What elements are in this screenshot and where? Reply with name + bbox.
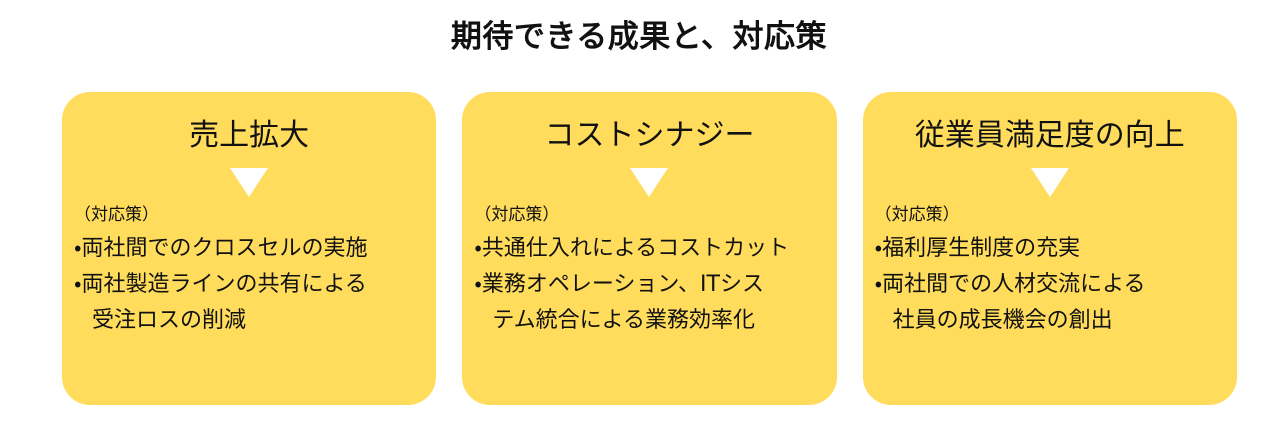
list-item: ・両社間でのクロスセルの実施 [74,231,430,267]
cards-row: 売上拡大 （対応策） ・両社間でのクロスセルの実施 ・両社製造ラインの共有による… [62,92,1237,405]
list-item: ・共通仕入れによるコストカット [474,231,830,267]
triangle-shape [230,168,269,197]
list-item-continuation: 受注ロスの削減 [92,307,247,333]
list-item-bullet: ・ [74,271,82,297]
down-triangle-icon [462,168,836,198]
list-item: ・業務オペレーション、ITシス [474,267,830,303]
card-header-title: 売上拡大 [189,118,310,153]
list-item-bullet: ・ [474,235,482,261]
list-item: ・福利厚生制度の充実 [875,231,1231,267]
list-item-bullet: ・ [74,235,82,261]
list-item-bullet: ・ [874,235,883,261]
list-item-text: 両社製造ラインの共有による [81,271,367,297]
measures-label: （対応策） [74,205,159,225]
card-header-title: 従業員満足度の向上 [914,118,1185,153]
list-item-text: 福利厚生制度の充実 [882,235,1081,261]
list-item: ・両社間での人材交流による [875,267,1231,303]
list-item-bullet: ・ [474,271,482,297]
list-item-text: 共通仕入れによるコストカット [481,235,790,261]
triangle-shape [1030,168,1069,197]
outcome-card-sales-growth[interactable]: 売上拡大 （対応策） ・両社間でのクロスセルの実施 ・両社製造ラインの共有による… [62,92,437,405]
card-body: （対応策） ・両社間でのクロスセルの実施 ・両社製造ラインの共有による 受注ロス… [62,204,436,339]
down-triangle-icon [62,168,436,198]
outcome-card-cost-synergy[interactable]: コストシナジー （対応策） ・共通仕入れによるコストカット ・業務オペレーション… [462,92,837,405]
measures-list: ・両社間でのクロスセルの実施 ・両社製造ラインの共有による 受注ロスの削減 [74,231,430,339]
card-header-title: コストシナジー [544,118,755,153]
list-item-text: 両社間でのクロスセルの実施 [81,235,368,261]
outcome-card-employee-satisfaction[interactable]: 従業員満足度の向上 （対応策） ・福利厚生制度の充実 ・両社間での人材交流による… [862,92,1237,405]
card-body: （対応策） ・福利厚生制度の充実 ・両社間での人材交流による 社員の成長機会の創… [863,204,1237,339]
list-item-continuation: 社員の成長機会の創出 [892,307,1113,333]
list-item-text: 両社間での人材交流による [882,271,1146,297]
measures-list: ・共通仕入れによるコストカット ・業務オペレーション、ITシス テム統合による業… [474,231,830,339]
card-body: （対応策） ・共通仕入れによるコストカット ・業務オペレーション、ITシス テム… [462,204,836,339]
list-item-text: 業務オペレーション、ITシス [481,271,764,297]
measures-label: （対応策） [874,205,960,225]
down-triangle-icon [863,168,1237,198]
measures-label: （対応策） [474,205,560,225]
list-item-continuation: テム統合による業務効率化 [492,307,756,333]
list-item: ・両社製造ラインの共有による [74,267,430,303]
triangle-shape [630,168,669,197]
page-title: 期待できる成果と、対応策 [450,19,828,55]
measures-list: ・福利厚生制度の充実 ・両社間での人材交流による 社員の成長機会の創出 [875,231,1231,339]
list-item-bullet: ・ [874,271,883,297]
